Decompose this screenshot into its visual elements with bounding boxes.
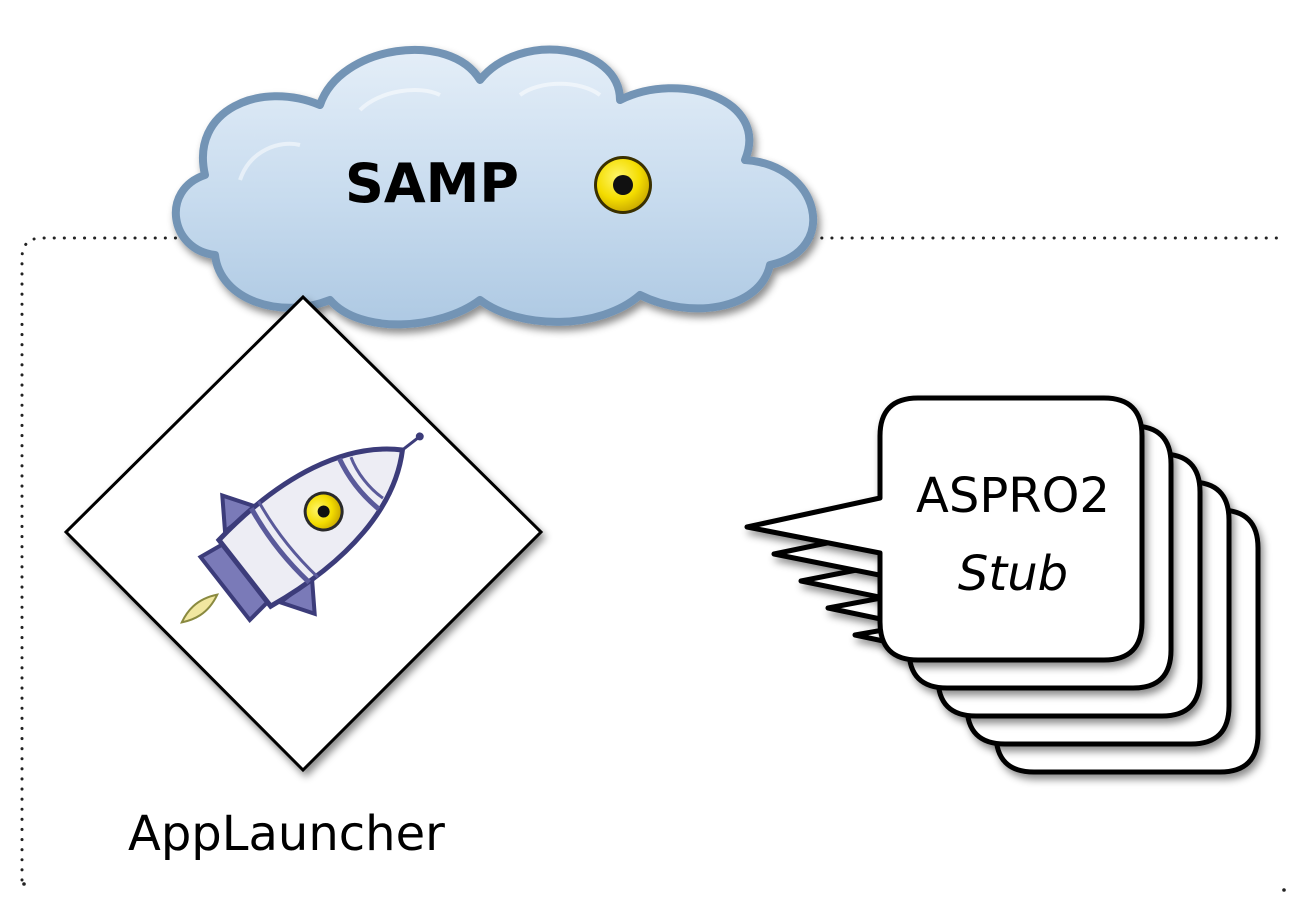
stub-bubble-front[interactable]: [744, 395, 1145, 663]
applauncher-label: AppLauncher: [128, 806, 445, 862]
stub-title: ASPRO2: [916, 468, 1110, 524]
samp-cloud: [171, 45, 818, 329]
samp-hub-icon: [594, 156, 652, 214]
cloud-label: SAMP: [345, 152, 519, 215]
stub-subtitle: Stub: [958, 546, 1068, 602]
stub-stack: [744, 395, 1261, 775]
rocket-icon: [180, 432, 424, 624]
boundary-box: [20, 236, 1287, 892]
